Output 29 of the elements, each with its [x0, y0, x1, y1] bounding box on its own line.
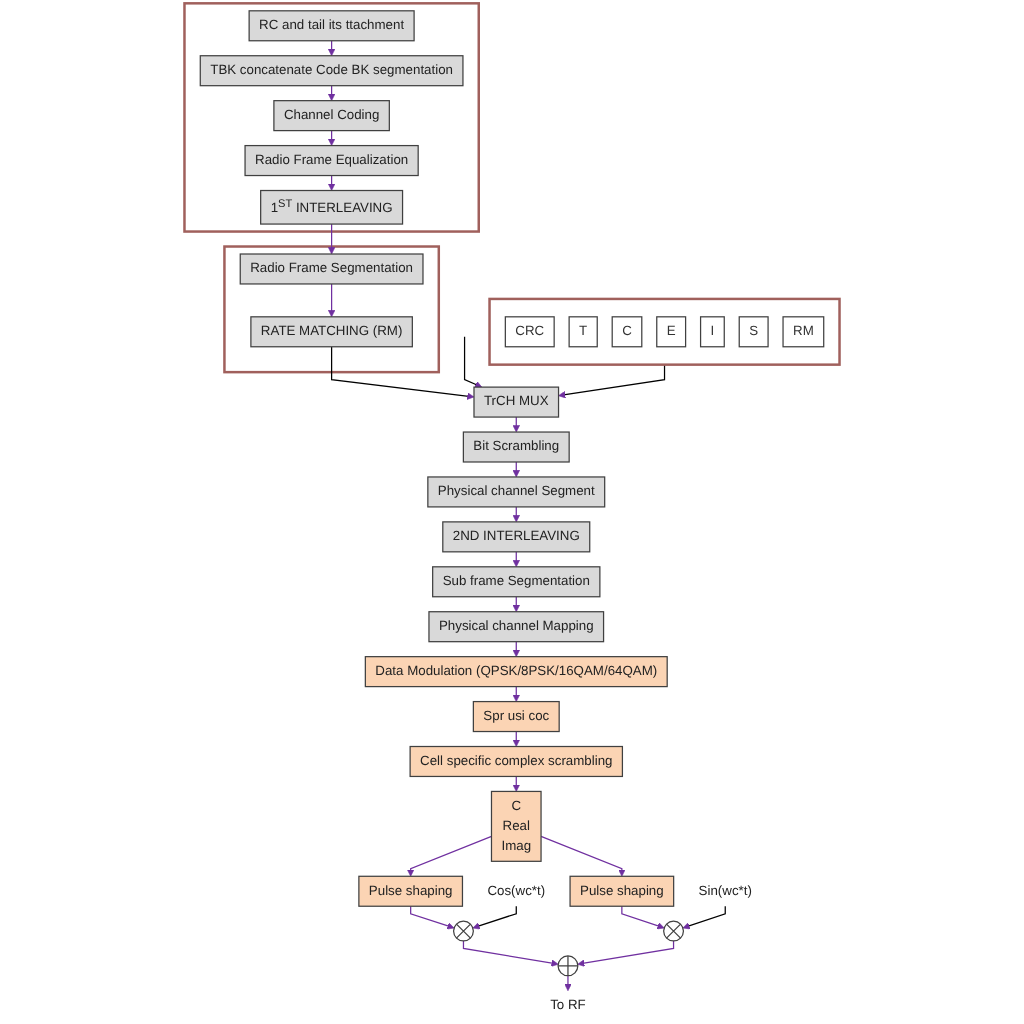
arrow	[331, 346, 475, 400]
arrow	[621, 905, 665, 930]
arrow	[512, 641, 520, 657]
arrow	[512, 416, 520, 433]
arrow	[410, 905, 455, 930]
arrow	[327, 130, 336, 146]
arrow	[327, 40, 336, 57]
arrow	[463, 336, 483, 388]
arrow	[577, 940, 675, 967]
arrow	[512, 686, 520, 702]
arrow	[540, 835, 626, 877]
arrow	[512, 506, 520, 523]
arrow	[512, 551, 520, 568]
arrow	[327, 283, 336, 318]
arrow	[327, 223, 336, 255]
arrow	[558, 364, 666, 399]
arrow	[512, 775, 520, 792]
arrow	[327, 174, 336, 191]
arrow	[512, 596, 520, 613]
arrow	[462, 940, 559, 967]
arrow	[327, 85, 336, 101]
arrow	[512, 730, 520, 747]
cluster	[223, 245, 441, 374]
arrow	[564, 975, 572, 992]
arrow	[682, 905, 726, 930]
cluster	[488, 297, 841, 366]
arrow	[407, 835, 493, 877]
arrow	[472, 905, 517, 930]
arrow	[512, 461, 520, 478]
